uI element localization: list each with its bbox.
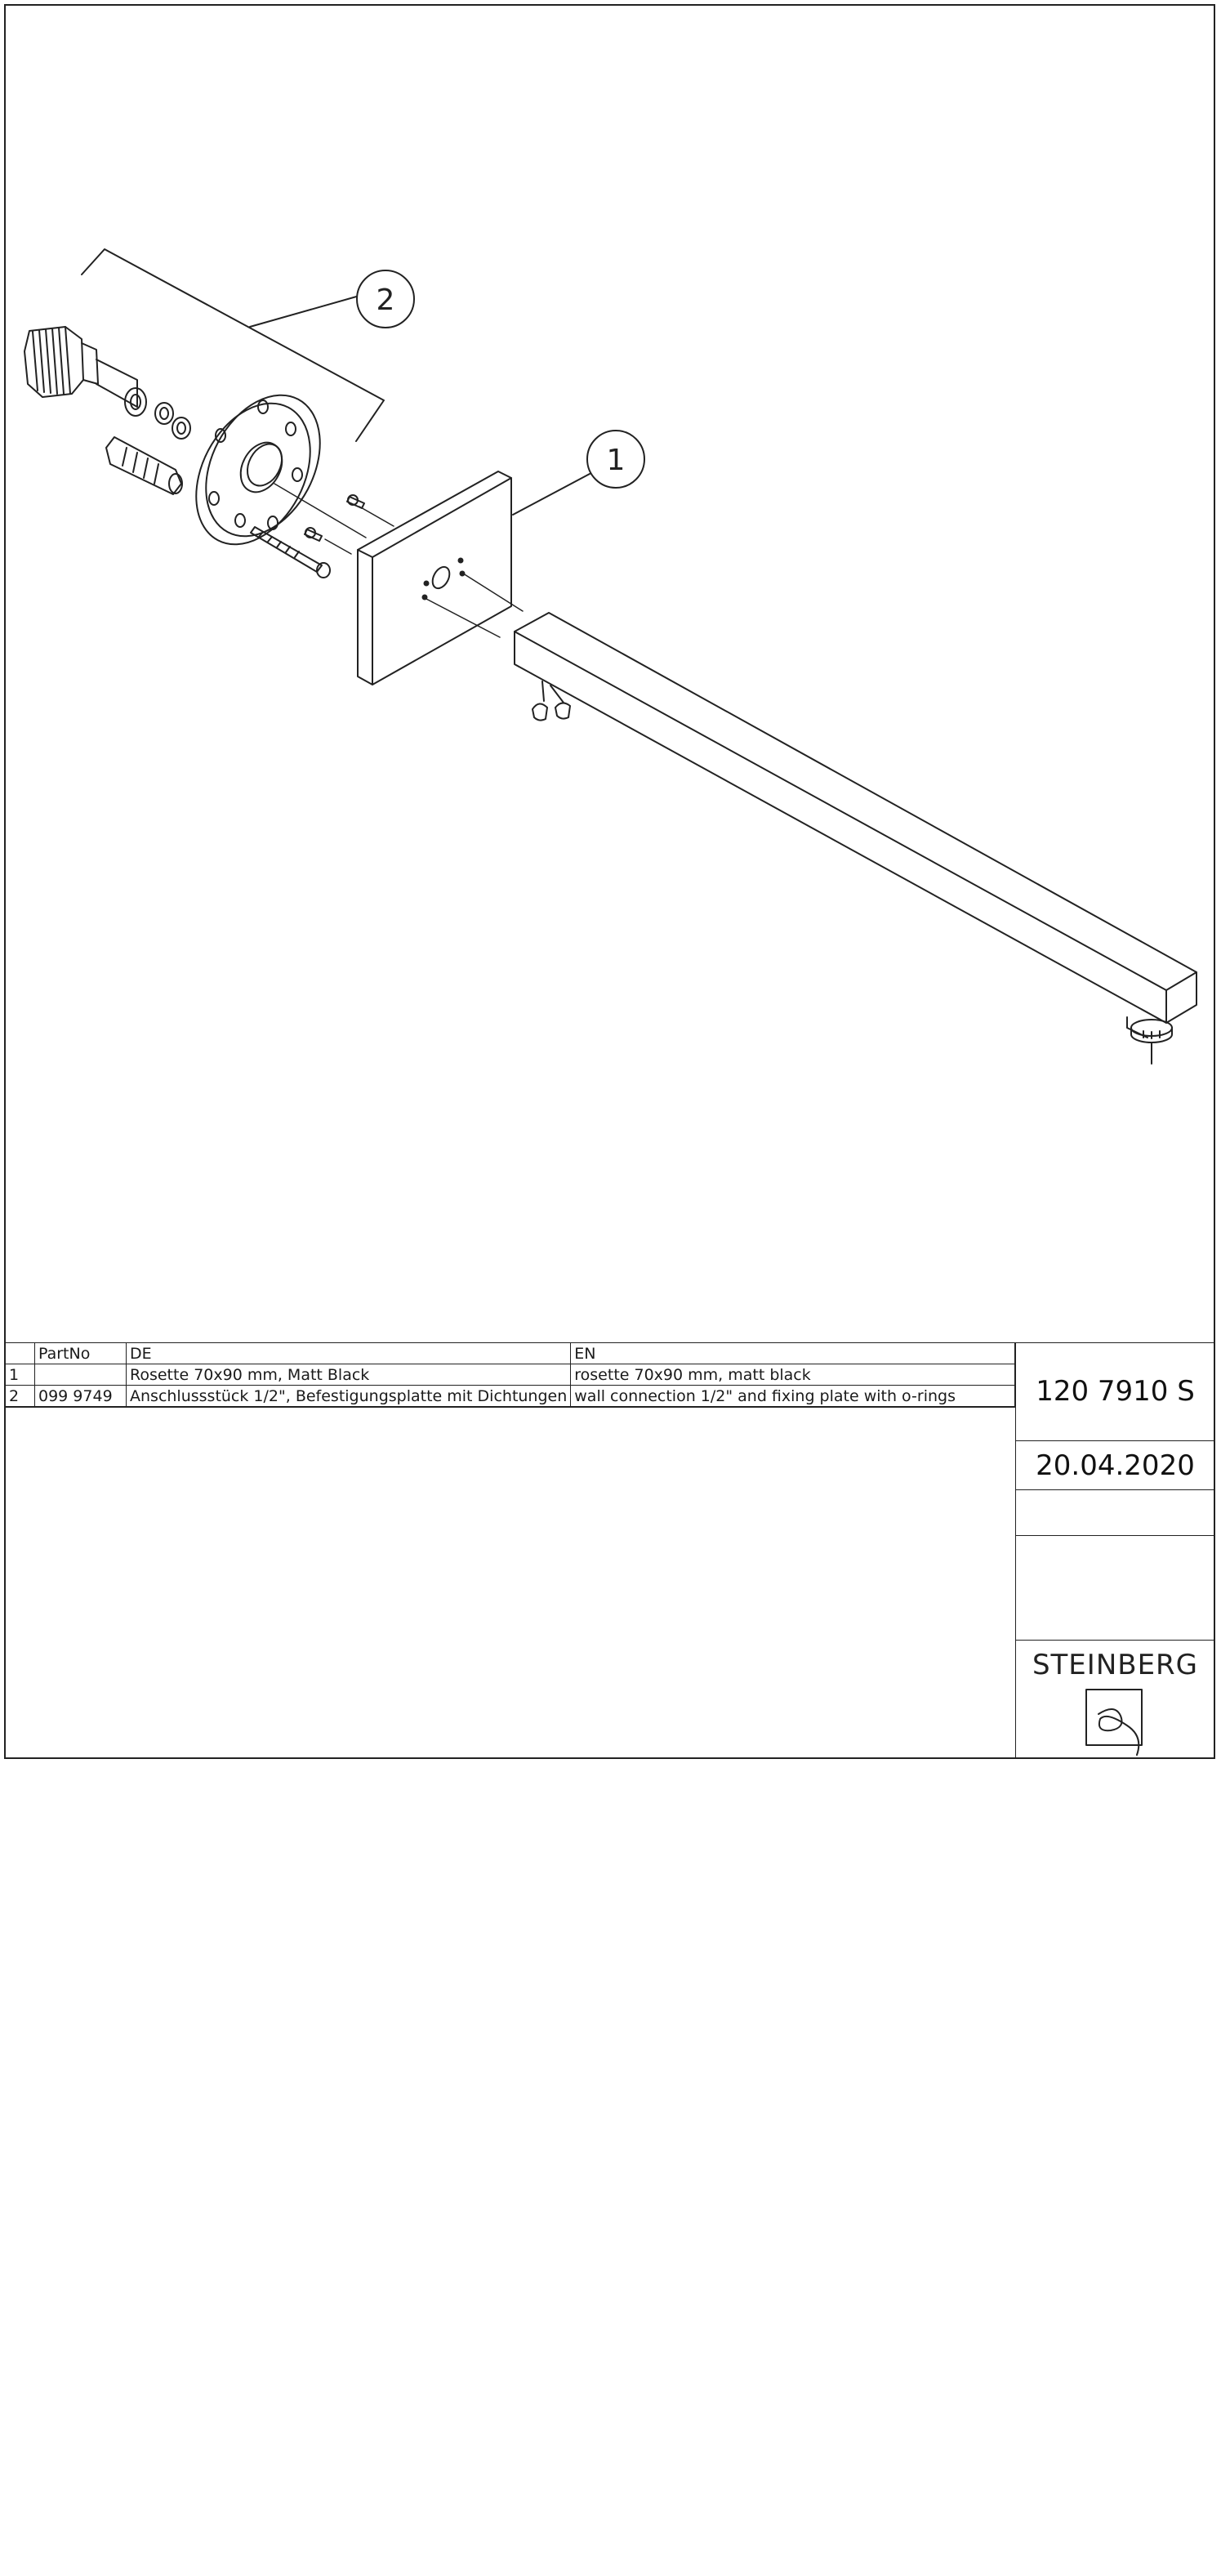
- row-part-no: [34, 1364, 127, 1386]
- brand-name: STEINBERG: [1032, 1649, 1199, 1681]
- table-row: 2 099 9749 Anschlussstück 1/2", Befestig…: [5, 1385, 1016, 1407]
- wall-plug: [105, 436, 183, 495]
- row-part-no: 099 9749: [34, 1385, 127, 1407]
- date-cell: [1015, 1441, 1215, 1490]
- header-pos: [5, 1342, 35, 1364]
- steinberg-logo-icon: [1085, 1689, 1143, 1756]
- table-bottom-rule: [5, 1407, 1015, 1408]
- blank-cell-2: [1015, 1536, 1215, 1641]
- set-screws: [532, 681, 571, 721]
- blank-cell: [1015, 1490, 1215, 1536]
- shower-arm: [514, 612, 1197, 1065]
- table-header-row: PartNo DE EN: [5, 1342, 1016, 1364]
- exploded-view-drawing: 2 1: [24, 248, 1197, 1756]
- header-part-no: PartNo: [34, 1342, 127, 1364]
- fixing-plate: [195, 394, 321, 546]
- callout-1: 1: [512, 430, 645, 516]
- rosette: [357, 471, 512, 685]
- wall-connection-nipple: [24, 326, 147, 417]
- row-de: Rosette 70x90 mm, Matt Black: [125, 1364, 572, 1386]
- drawing-date: 20.04.2020: [1036, 1449, 1195, 1482]
- row-pos: 2: [5, 1385, 35, 1407]
- callout-1-label: 1: [607, 444, 626, 477]
- callout-2: 2: [81, 248, 415, 442]
- row-en: wall connection 1/2" and fixing plate wi…: [570, 1385, 1016, 1407]
- header-de: DE: [125, 1342, 572, 1364]
- row-pos: 1: [5, 1364, 35, 1386]
- o-rings: [154, 402, 191, 440]
- callout-2-label: 2: [377, 283, 395, 317]
- fixing-screws: [304, 494, 365, 542]
- assembly-axis-lines: [274, 483, 524, 638]
- title-block-divider: [1015, 1342, 1016, 1759]
- drawing-frame: [4, 4, 1215, 1759]
- wood-screw: [250, 526, 331, 578]
- header-en: EN: [570, 1342, 1016, 1364]
- title-block: 120 7910 S 20.04.2020: [1015, 1342, 1215, 2576]
- article-number-cell: [1015, 1342, 1215, 1441]
- parts-table: PartNo DE EN 1 Rosette 70x90 mm, Matt Bl…: [5, 1342, 1016, 1407]
- row-en: rosette 70x90 mm, matt black: [570, 1364, 1016, 1386]
- row-de: Anschlussstück 1/2", Befestigungsplatte …: [125, 1385, 572, 1407]
- table-row: 1 Rosette 70x90 mm, Matt Black rosette 7…: [5, 1364, 1016, 1386]
- article-number: 120 7910 S: [1036, 1375, 1195, 1408]
- title-block-top-rule: [4, 1342, 1215, 1343]
